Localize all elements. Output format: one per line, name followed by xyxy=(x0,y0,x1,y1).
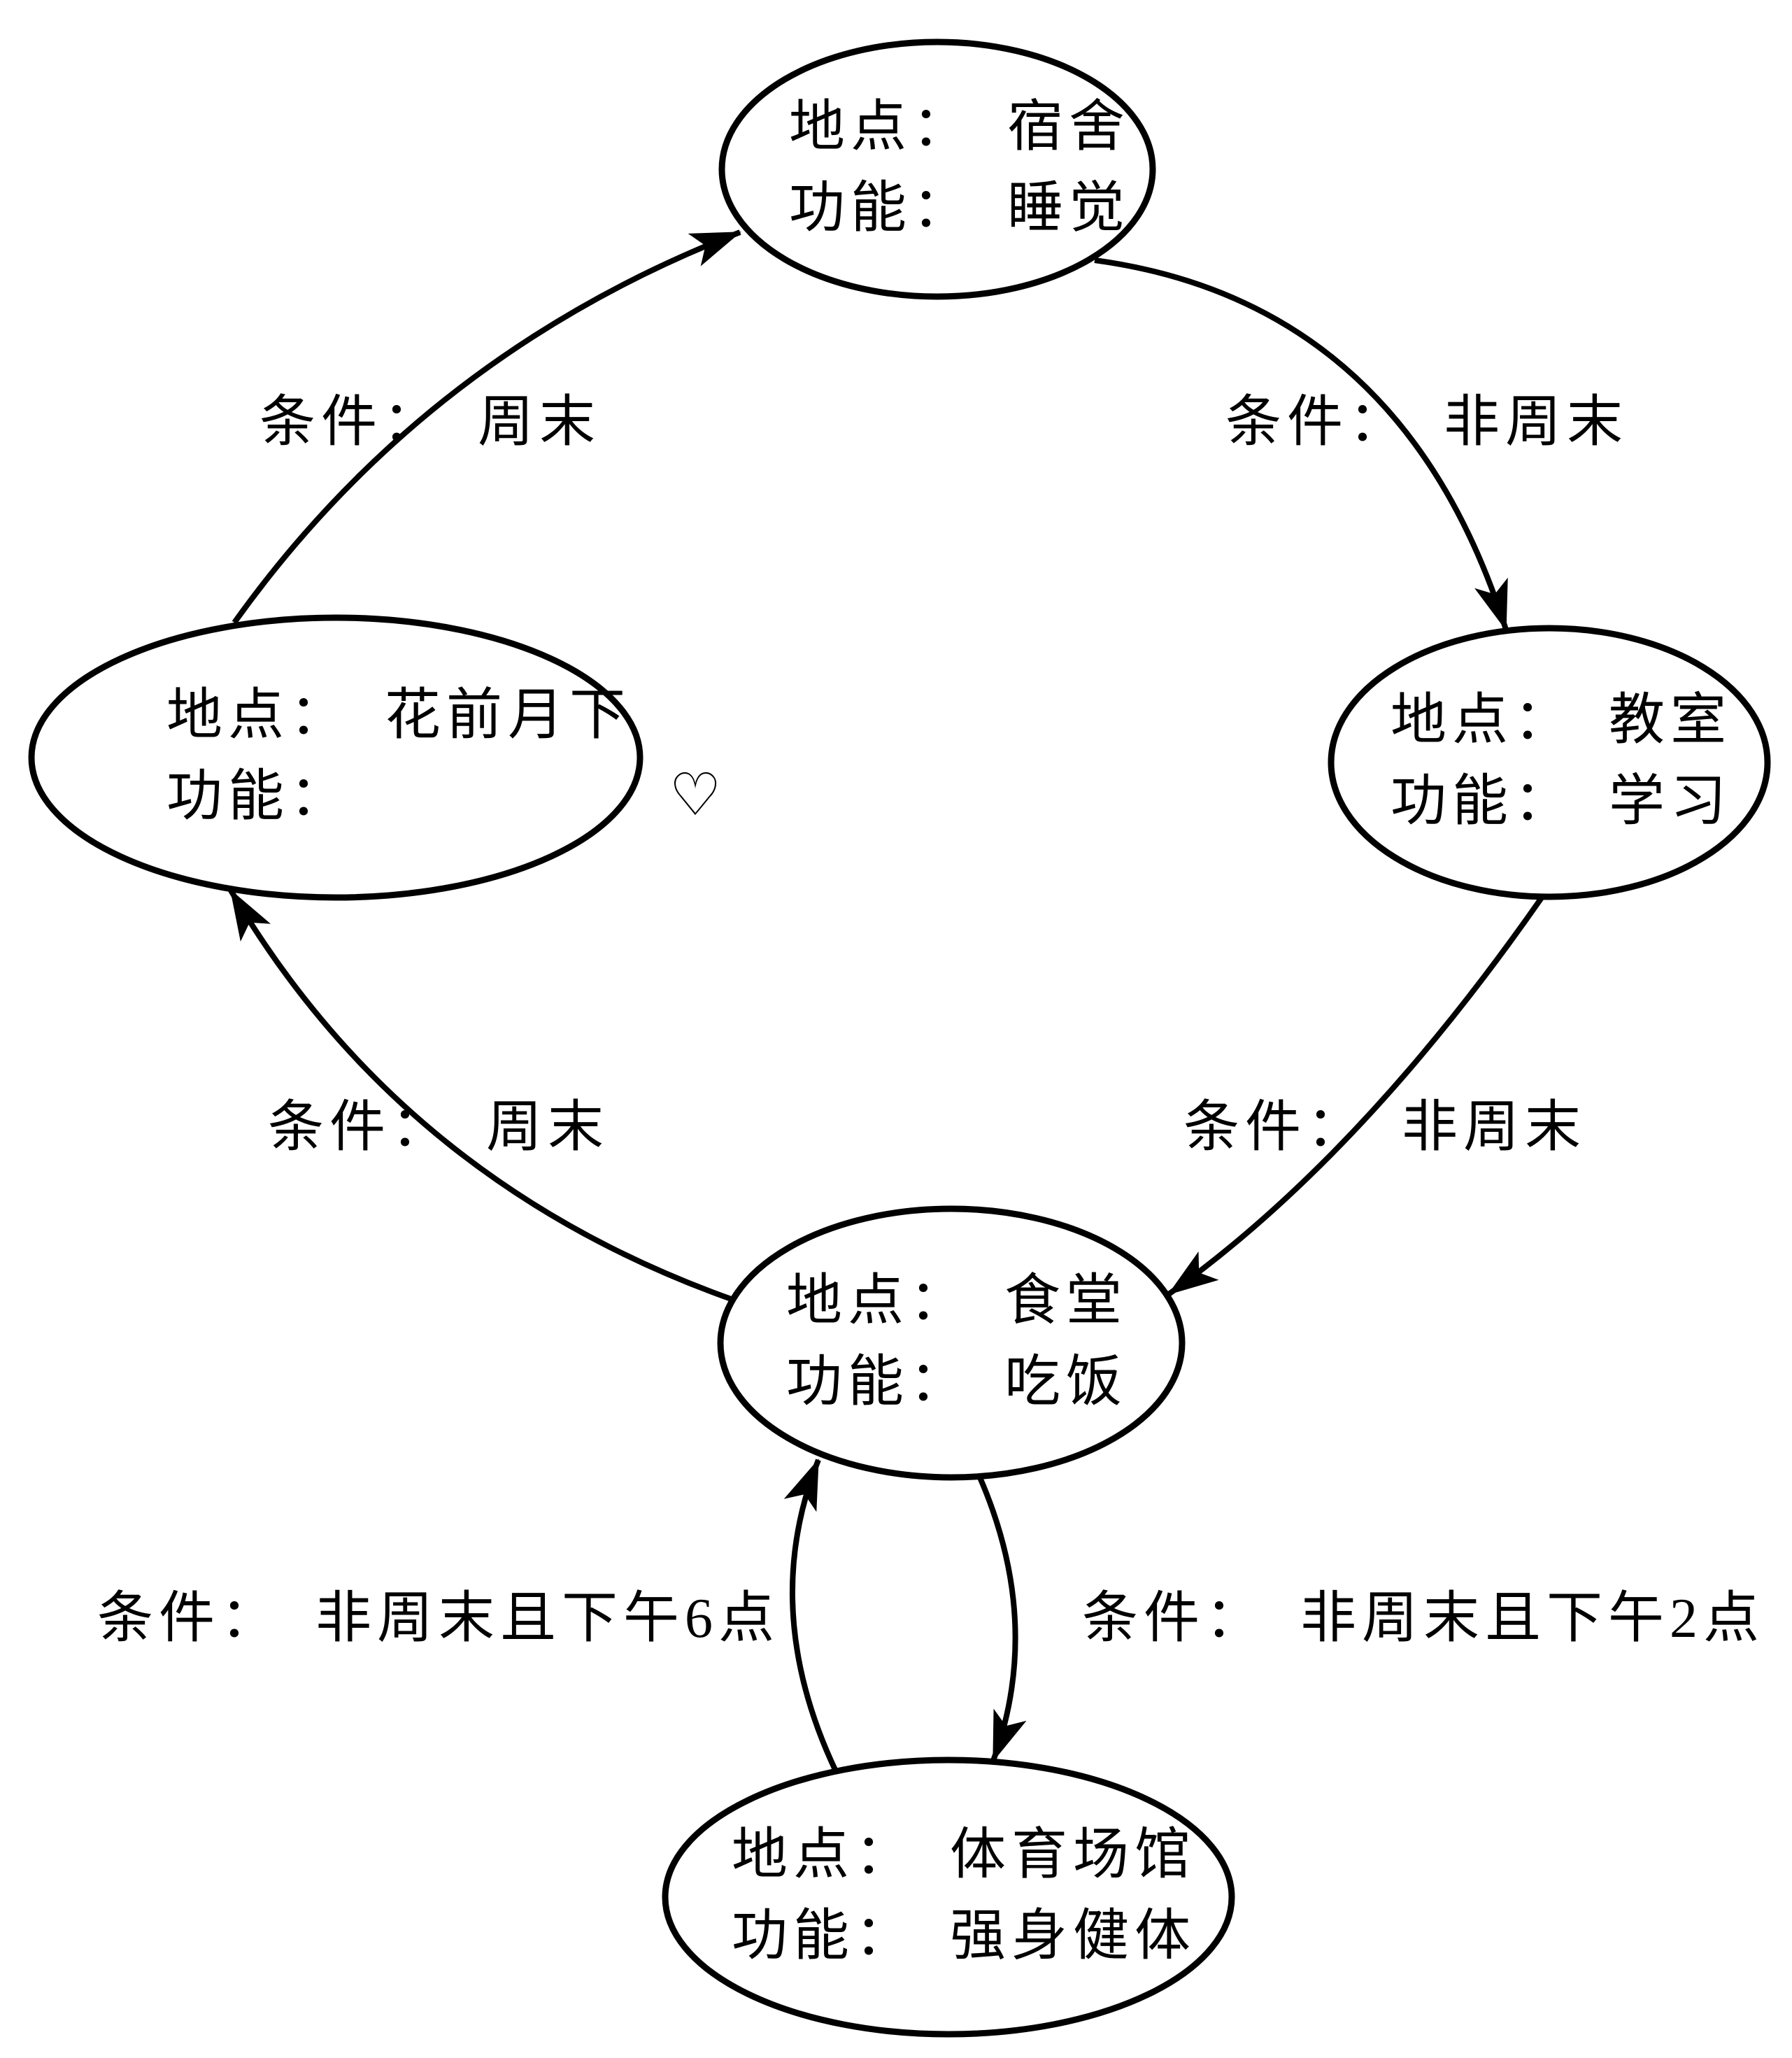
node-gym-function: 功能： 强身健体 xyxy=(732,1906,1196,1967)
node-canteen-ellipse xyxy=(717,1205,1186,1481)
node-romance: 地点： 花前月下 功能： ♡ xyxy=(28,614,722,901)
node-dorm-function: 功能： 睡觉 xyxy=(789,178,1130,239)
heart-icon: ♡ xyxy=(669,763,721,828)
node-romance-ellipse xyxy=(28,614,643,901)
edge-label-dorm-to-classroom: 条件： 非周末 xyxy=(1225,392,1628,453)
edge-label-canteen-to-romance: 条件： 周末 xyxy=(268,1097,609,1158)
edge-label-romance-to-dorm: 条件： 周末 xyxy=(259,392,601,453)
node-gym: 地点： 体育场馆 功能： 强身健体 xyxy=(662,1757,1235,2038)
edge-gym-to-canteen xyxy=(783,1459,839,1773)
node-classroom-location: 地点： 教室 xyxy=(1391,690,1732,751)
edge-classroom-to-canteen xyxy=(1167,895,1545,1297)
node-canteen-function: 功能： 吃饭 xyxy=(786,1351,1128,1413)
node-romance-function: 功能： xyxy=(166,766,351,828)
node-gym-ellipse xyxy=(662,1757,1235,2038)
edge-label-canteen-to-gym: 条件： 非周末且下午2点 xyxy=(1082,1588,1765,1649)
node-classroom-function: 功能： 学习 xyxy=(1391,771,1732,832)
node-canteen: 地点： 食堂 功能： 吃饭 xyxy=(717,1205,1186,1481)
node-classroom-ellipse xyxy=(1328,625,1771,900)
edge-labels-layer: 条件： 周末 条件： 非周末 条件： 周末 条件： 非周末 条件： 非周末且下午… xyxy=(97,392,1765,1649)
edges-layer xyxy=(228,229,1545,1773)
edge-romance-to-dorm xyxy=(232,229,741,625)
node-dorm: 地点： 宿舍 功能： 睡觉 xyxy=(718,38,1156,300)
edge-canteen-to-romance xyxy=(228,888,734,1303)
node-dorm-ellipse xyxy=(718,38,1156,300)
node-romance-location: 地点： 花前月下 xyxy=(166,685,631,746)
node-canteen-location: 地点： 食堂 xyxy=(786,1270,1128,1332)
node-classroom: 地点： 教室 功能： 学习 xyxy=(1328,625,1771,900)
edge-label-gym-to-canteen: 条件： 非周末且下午6点 xyxy=(97,1588,780,1649)
node-gym-location: 地点： 体育场馆 xyxy=(732,1824,1196,1886)
edge-label-classroom-to-canteen: 条件： 非周末 xyxy=(1183,1097,1586,1158)
node-dorm-location: 地点： 宿舍 xyxy=(789,97,1130,158)
edge-canteen-to-gym xyxy=(976,1475,1027,1762)
edge-dorm-to-classroom xyxy=(1094,257,1509,631)
